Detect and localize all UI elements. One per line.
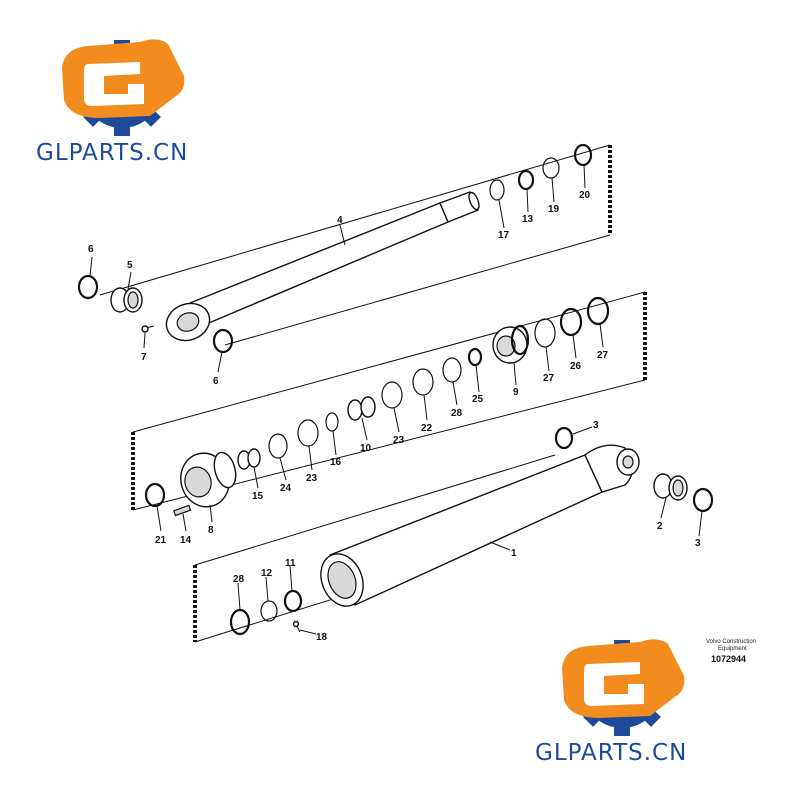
- ring-3-right[interactable]: [692, 487, 714, 513]
- callout-12: 12: [261, 568, 273, 579]
- callout-9: 9: [513, 387, 519, 398]
- callout-18: 18: [316, 632, 328, 643]
- callout-25: 25: [472, 394, 484, 405]
- ring-28-piston[interactable]: [442, 357, 462, 383]
- callout-23-head: 23: [306, 473, 318, 484]
- callout-26: 26: [570, 361, 582, 372]
- callout-16: 16: [330, 457, 342, 468]
- callout-28-cylinder: 28: [233, 574, 245, 585]
- ring-6-rod[interactable]: [212, 328, 234, 354]
- callout-4: 4: [337, 215, 343, 226]
- ring-25[interactable]: [467, 347, 483, 367]
- seal-rings: [77, 143, 714, 636]
- ring-26[interactable]: [559, 307, 583, 337]
- bushing-2[interactable]: [653, 473, 688, 501]
- cylinder-tube[interactable]: [313, 444, 640, 612]
- callout-14: 14: [180, 535, 192, 546]
- callout-2: 2: [657, 521, 663, 532]
- brand-logo-bottom: GLPARTS.CN: [535, 639, 687, 766]
- callout-20: 20: [579, 190, 591, 201]
- ring-12[interactable]: [260, 600, 278, 622]
- ring-19[interactable]: [542, 157, 560, 179]
- callout-3-top: 3: [593, 420, 599, 431]
- ring-21[interactable]: [144, 482, 166, 508]
- cylinder-head[interactable]: [175, 448, 239, 513]
- callout-6-left: 6: [88, 244, 94, 255]
- leader-lines: [89, 164, 703, 635]
- excavator-logo-icon: [562, 639, 685, 718]
- ring-27-b[interactable]: [586, 296, 610, 326]
- callout-labels: 4 6 5 7 6 17 13 19 20 9 25 28 22 23 10 1…: [88, 190, 701, 643]
- piston[interactable]: [492, 324, 530, 364]
- ring-28-cylinder[interactable]: [229, 608, 251, 636]
- ring-16[interactable]: [325, 412, 339, 432]
- callout-21: 21: [155, 535, 167, 546]
- grease-nipple-18[interactable]: [292, 620, 301, 633]
- callout-3-right: 3: [695, 538, 701, 549]
- callout-22: 22: [421, 423, 433, 434]
- callout-19: 19: [548, 204, 560, 215]
- credit-number: 1072944: [711, 654, 746, 664]
- callout-1: 1: [511, 548, 517, 559]
- callout-5: 5: [127, 260, 133, 271]
- ring-23-head[interactable]: [297, 419, 319, 447]
- brand-logo-top: GLPARTS.CN: [36, 39, 188, 166]
- ring-23-piston[interactable]: [381, 381, 403, 409]
- callout-13: 13: [522, 214, 534, 225]
- callout-15: 15: [252, 491, 264, 502]
- ring-13[interactable]: [517, 169, 535, 191]
- callout-8: 8: [208, 525, 214, 536]
- bushing-15[interactable]: [237, 448, 261, 470]
- bushing-5[interactable]: [110, 287, 143, 313]
- ring-6-left[interactable]: [77, 274, 99, 300]
- ring-11[interactable]: [283, 589, 303, 613]
- excavator-logo-icon: [62, 39, 185, 118]
- brand-name-top: GLPARTS.CN: [36, 140, 188, 166]
- ring-17[interactable]: [489, 179, 505, 201]
- callout-28-piston: 28: [451, 408, 463, 419]
- ring-22[interactable]: [412, 368, 434, 396]
- bolt-14[interactable]: [173, 504, 192, 517]
- piston-rod[interactable]: [161, 191, 481, 346]
- ring-3-top[interactable]: [554, 426, 574, 450]
- ring-27-a[interactable]: [534, 318, 556, 348]
- callout-27-a: 27: [543, 373, 555, 384]
- callout-23-piston: 23: [393, 435, 405, 446]
- brand-name-bottom: GLPARTS.CN: [535, 740, 687, 766]
- credit-line-1: Volvo Construction: [706, 639, 756, 645]
- callout-27-b: 27: [597, 350, 609, 361]
- callout-6-rod: 6: [213, 376, 219, 387]
- ring-24[interactable]: [268, 433, 288, 459]
- grease-nipple-7[interactable]: [141, 325, 155, 333]
- credit-line-2: Equipment: [718, 646, 747, 652]
- ring-20[interactable]: [573, 143, 593, 167]
- bushing-10[interactable]: [347, 396, 376, 421]
- callout-24: 24: [280, 483, 292, 494]
- callout-17: 17: [498, 230, 510, 241]
- callout-7: 7: [141, 352, 147, 363]
- callout-10: 10: [360, 443, 372, 454]
- credit-block: Volvo Construction Equipment 1072944: [706, 639, 756, 664]
- callout-11: 11: [285, 558, 296, 569]
